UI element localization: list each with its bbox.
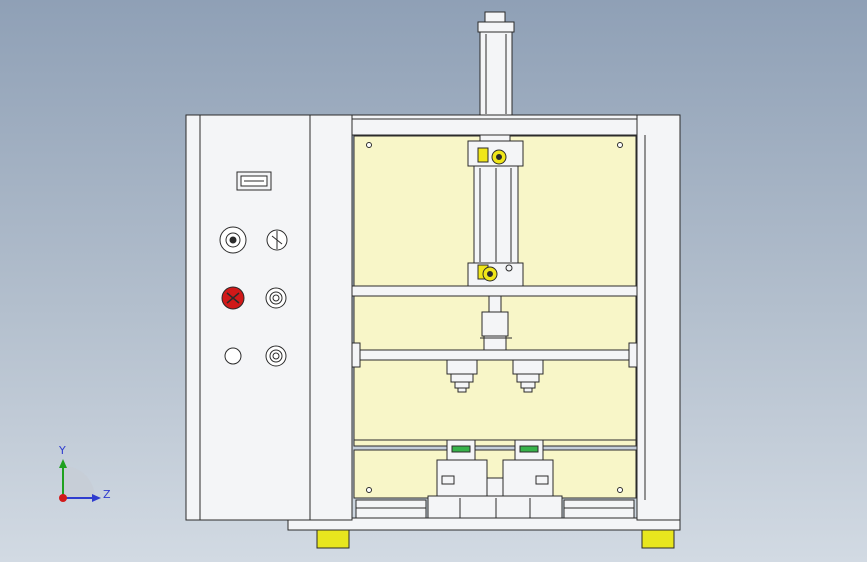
piston-rod bbox=[488, 295, 502, 313]
suction-nozzles bbox=[446, 359, 544, 393]
indicator-lamp-icon[interactable] bbox=[224, 347, 242, 365]
panel-screws bbox=[366, 142, 623, 493]
y-axis-arrow-icon bbox=[59, 459, 67, 468]
z-axis-label: Z bbox=[103, 488, 111, 501]
control-panel bbox=[219, 171, 288, 367]
guide-plates bbox=[351, 285, 638, 451]
suction-nozzle-left bbox=[446, 359, 478, 393]
y-axis-label: Y bbox=[58, 444, 66, 457]
pneumatic-fittings bbox=[477, 147, 513, 282]
top-beam bbox=[351, 114, 638, 136]
rotary-switch-icon[interactable] bbox=[265, 287, 287, 309]
z-axis-arrow-icon bbox=[92, 494, 101, 502]
foot-left bbox=[316, 529, 350, 549]
selector-switch-icon[interactable] bbox=[266, 229, 288, 251]
lower-fixtures bbox=[355, 439, 635, 519]
top-cylinder bbox=[477, 11, 515, 117]
press-head bbox=[483, 335, 507, 351]
right-pillar bbox=[636, 114, 681, 521]
coordinate-triad: Y Z bbox=[58, 444, 111, 502]
emergency-stop-icon[interactable] bbox=[221, 286, 245, 310]
middle-guide-plate bbox=[351, 349, 638, 361]
top-cylinder-cap bbox=[477, 21, 515, 33]
left-pillar bbox=[309, 114, 353, 521]
top-cylinder-nut bbox=[484, 11, 506, 23]
left-cabinet-door bbox=[199, 114, 311, 521]
foot-right bbox=[641, 529, 675, 549]
main-cylinder bbox=[467, 134, 524, 351]
fixture-base bbox=[427, 495, 563, 519]
machine-feet bbox=[316, 529, 675, 549]
top-cylinder-body bbox=[479, 31, 513, 117]
upper-guide-plate bbox=[351, 285, 638, 297]
emergency-stop-icon-white[interactable] bbox=[219, 226, 247, 254]
x-axis-dot-icon bbox=[59, 494, 67, 502]
machine-frame bbox=[185, 114, 681, 531]
digital-counter-icon bbox=[236, 171, 272, 191]
suction-nozzle-right bbox=[512, 359, 544, 393]
push-button-icon[interactable] bbox=[265, 345, 287, 367]
rod-coupler bbox=[481, 311, 509, 337]
